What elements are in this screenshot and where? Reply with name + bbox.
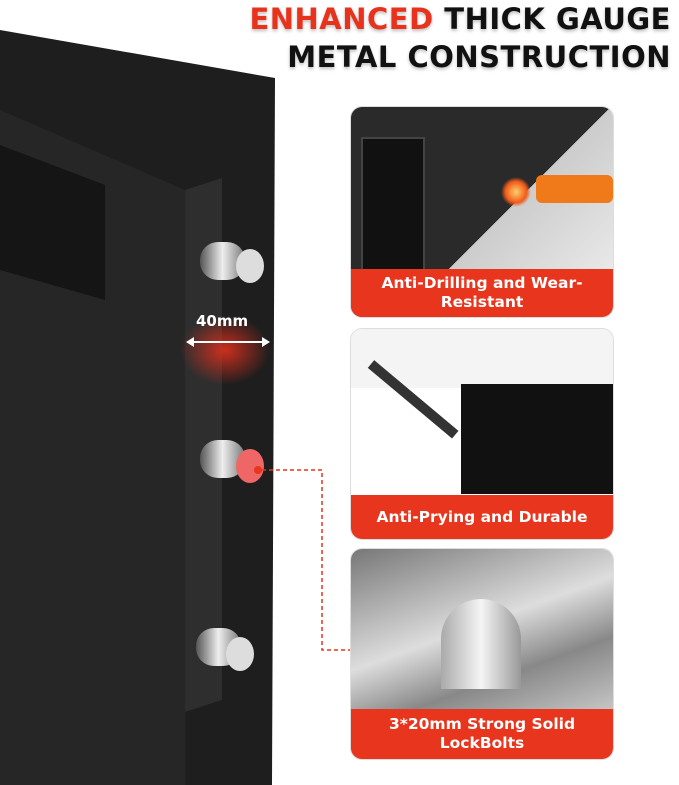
lock-bolt xyxy=(200,440,264,483)
dimension-label: 40mm xyxy=(196,312,249,330)
feature-panel-prying: Anti-Prying and Durable xyxy=(350,328,614,540)
feature-panel-drilling: Anti-Drilling and Wear-Resistant xyxy=(350,106,614,318)
feature-caption: Anti-Drilling and Wear-Resistant xyxy=(351,269,613,317)
headline-line1: THICK GAUGE xyxy=(433,2,671,36)
handle xyxy=(0,145,105,300)
callout-line xyxy=(262,469,350,651)
headline-highlight: ENHANCED xyxy=(249,2,434,36)
lock-bolt xyxy=(200,242,264,283)
door-edge xyxy=(185,178,222,712)
feature-panel-bolts: 3*20mm Strong Solid LockBolts xyxy=(350,548,614,760)
feature-caption: Anti-Prying and Durable xyxy=(351,495,613,539)
headline: ENHANCED THICK GAUGE METAL CONSTRUCTION xyxy=(249,0,671,76)
headline-line2: METAL CONSTRUCTION xyxy=(287,40,671,74)
lock-bolt xyxy=(196,628,254,671)
feature-caption: 3*20mm Strong Solid LockBolts xyxy=(351,709,613,759)
